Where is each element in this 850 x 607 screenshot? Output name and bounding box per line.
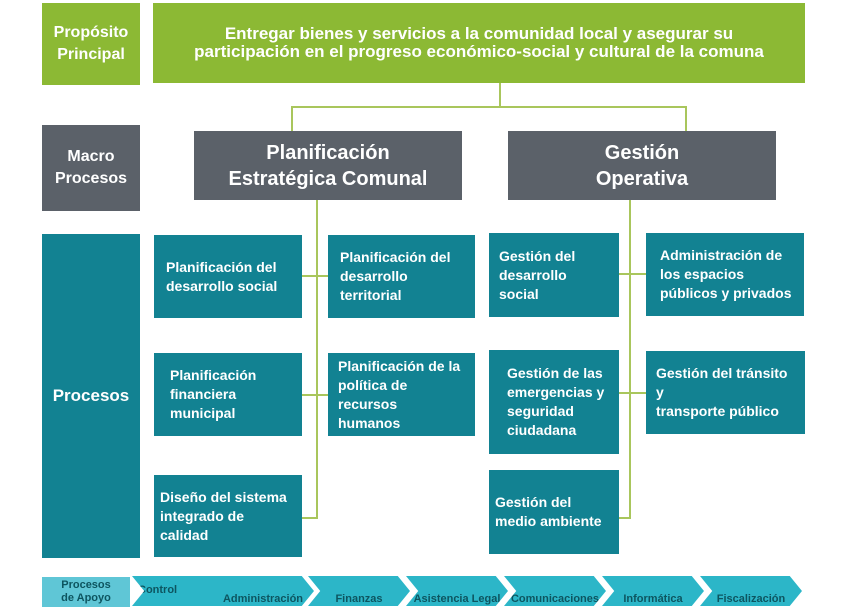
process-text: Diseño del sistema integrado de calidad (160, 488, 287, 543)
process-text: Gestión del desarrollo social (499, 247, 576, 302)
label-procesos-text: Procesos (52, 386, 130, 405)
process-planificacion-desarrollo-social: Planificación del desarrollo social (154, 235, 302, 318)
support-text: Fiscalización (716, 593, 786, 605)
support-text: Control (138, 584, 178, 596)
process-text: Planificación financiera municipal (170, 367, 257, 421)
connector-purpose-down (499, 83, 501, 107)
connector-right-down (685, 106, 687, 132)
connector-planificacion-b2 (302, 394, 328, 396)
support-fiscalizacion: Fiscalización (700, 576, 802, 606)
process-planificacion-desarrollo-territorial: Planificación del desarrollo territorial (328, 235, 475, 318)
process-text: Planificación del desarrollo social (166, 258, 278, 294)
support-finanzas: Finanzas (308, 576, 410, 606)
process-gestion-transito: Gestión del tránsito y transporte públic… (646, 351, 805, 434)
connector-planificacion-b1 (302, 275, 328, 277)
connector-horizontal (291, 106, 687, 108)
macro-planificacion: Planificación Estratégica Comunal (194, 131, 462, 200)
support-asistencia-legal: Asistencia Legal (406, 576, 508, 606)
connector-planificacion-trunk (316, 200, 318, 518)
process-text: Gestión de las emergencias y seguridad c… (507, 365, 605, 438)
purpose-text: Entregar bienes y servicios a la comunid… (194, 24, 764, 61)
process-text: Administración de los espacios públicos … (660, 247, 792, 301)
connector-gestion-b1 (619, 273, 646, 275)
connector-gestion-b3 (619, 517, 631, 519)
label-procesos-apoyo: Procesos de Apoyo (42, 577, 130, 607)
label-macro-procesos: Macro Procesos (42, 125, 140, 211)
connector-planificacion-b3 (302, 517, 318, 519)
label-proposito-principal: Propósito Principal (42, 3, 140, 85)
purpose-box: Entregar bienes y servicios a la comunid… (153, 3, 805, 83)
label-proposito-text: Propósito Principal (53, 24, 129, 63)
label-procesos: Procesos (42, 234, 140, 558)
macro-gestion: Gestión Operativa (508, 131, 776, 200)
support-text: Comunicaciones (510, 593, 600, 605)
process-text: Gestión del medio ambiente (495, 494, 602, 529)
support-text: Asistencia Legal (413, 593, 501, 605)
connector-left-down (291, 106, 293, 132)
process-gestion-medio-ambiente: Gestión del medio ambiente (489, 470, 619, 554)
support-text: Administración (222, 593, 304, 605)
connector-gestion-trunk (629, 200, 631, 518)
label-macro-text: Macro Procesos (54, 148, 128, 187)
process-text: Planificación del desarrollo territorial (340, 249, 451, 303)
process-planificacion-financiera: Planificación financiera municipal (154, 353, 302, 436)
process-diseno-sistema-calidad: Diseño del sistema integrado de calidad (154, 475, 302, 557)
support-text: Informática (623, 593, 683, 605)
process-text: Gestión del tránsito y transporte públic… (656, 365, 788, 419)
connector-gestion-b2 (619, 392, 646, 394)
process-administracion-espacios: Administración de los espacios públicos … (646, 233, 804, 316)
process-gestion-desarrollo-social: Gestión del desarrollo social (489, 233, 619, 317)
label-procesos-apoyo-text: Procesos de Apoyo (61, 579, 111, 604)
support-administracion: Administración (212, 576, 314, 606)
process-text: Planificación de la política de recursos… (338, 357, 461, 431)
macro-planificacion-text: Planificación Estratégica Comunal (228, 141, 428, 190)
support-comunicaciones: Comunicaciones (504, 576, 606, 606)
macro-gestion-text: Gestión Operativa (595, 141, 689, 190)
process-gestion-emergencias: Gestión de las emergencias y seguridad c… (489, 350, 619, 454)
support-informatica: Informática (602, 576, 704, 606)
support-text: Finanzas (335, 593, 383, 605)
process-planificacion-recursos-humanos: Planificación de la política de recursos… (328, 353, 475, 436)
